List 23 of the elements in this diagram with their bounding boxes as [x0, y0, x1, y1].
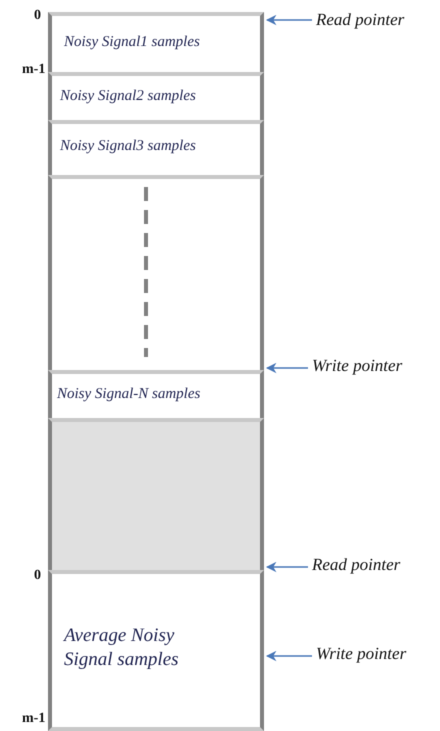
memory-block — [48, 418, 264, 570]
block-label: Average Noisy Signal samples — [64, 624, 180, 672]
block-label: Noisy Signal1 samples — [64, 34, 200, 51]
pointer-arrow — [266, 650, 312, 662]
memory-block — [48, 570, 264, 731]
memory-block — [48, 175, 264, 370]
block-label: Noisy Signal2 samples — [60, 88, 196, 105]
address-label: m-1 — [22, 711, 46, 727]
memory-block — [48, 12, 264, 72]
pointer-label: Read pointer — [312, 555, 400, 575]
block-label: Noisy Signal-N samples — [57, 386, 200, 403]
pointer-arrow — [266, 14, 312, 26]
address-label: 0 — [34, 8, 41, 24]
pointer-label: Write pointer — [316, 644, 406, 664]
block-label: Noisy Signal3 samples — [60, 138, 196, 155]
pointer-arrow — [266, 362, 308, 374]
memory-block — [48, 72, 264, 120]
memory-block — [48, 120, 264, 175]
pointer-label: Write pointer — [312, 356, 402, 376]
address-label: m-1 — [22, 62, 46, 78]
pointer-label: Read pointer — [316, 10, 404, 30]
pointer-arrow — [266, 562, 308, 572]
address-label: 0 — [34, 568, 41, 584]
